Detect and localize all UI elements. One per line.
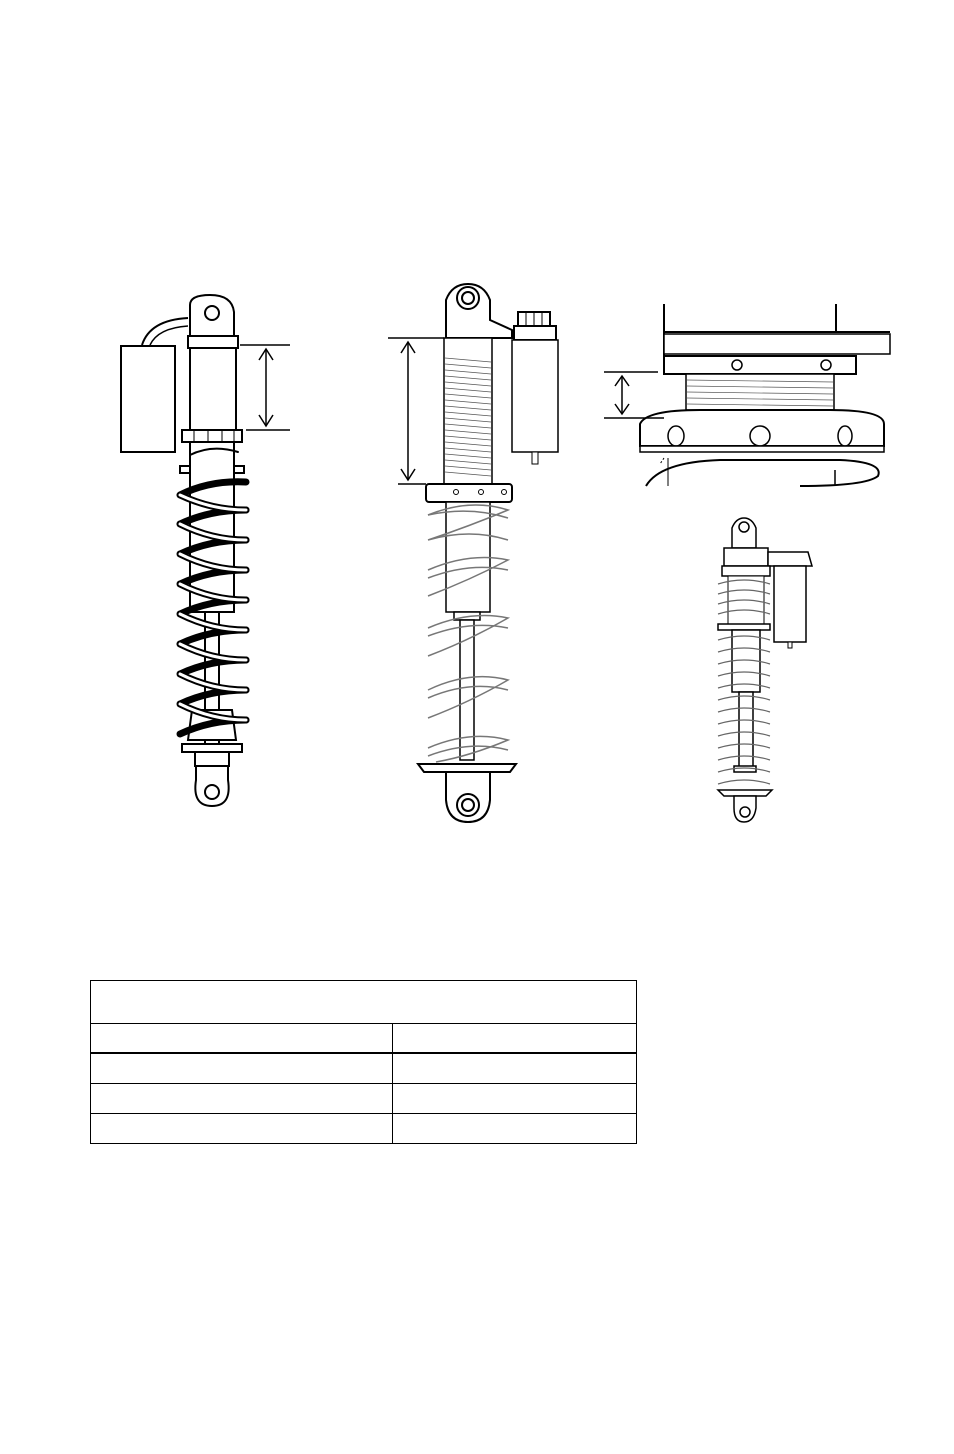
table-row (90, 1052, 637, 1084)
table-cell (392, 1052, 637, 1084)
table-cell (90, 1113, 393, 1144)
small-spring-icon (717, 579, 771, 785)
shock-absorber-threaded-body-icon (443, 282, 559, 485)
column-header-1 (90, 1023, 393, 1054)
detail-dimension-arrow-icon (604, 371, 664, 419)
shock-absorber-figure (120, 282, 891, 824)
table-cell (392, 1083, 637, 1114)
shock-absorber-small-icon (716, 517, 813, 823)
table-header-cell (90, 980, 637, 1024)
left-spring-inner (178, 493, 248, 722)
detail-thread-lines (686, 379, 834, 407)
left-dimension-arrow-icon (240, 344, 290, 431)
table-header-row (90, 980, 637, 1024)
column-header-2 (392, 1023, 637, 1054)
table-row (90, 1113, 637, 1144)
table-cell (90, 1052, 393, 1084)
table-column-header-row (90, 1023, 637, 1054)
table-cell (90, 1083, 393, 1114)
center-shock-lower (416, 483, 518, 824)
detail-spring-coil (645, 457, 880, 487)
table-cell (392, 1113, 637, 1144)
threaded-body-hatching (444, 357, 492, 477)
table-row (90, 1083, 637, 1114)
spec-table (90, 980, 637, 1144)
center-spring-icon (427, 504, 511, 763)
spring-preload-collar-detail-icon (639, 304, 891, 453)
center-dimension-arrow-icon (388, 337, 444, 485)
